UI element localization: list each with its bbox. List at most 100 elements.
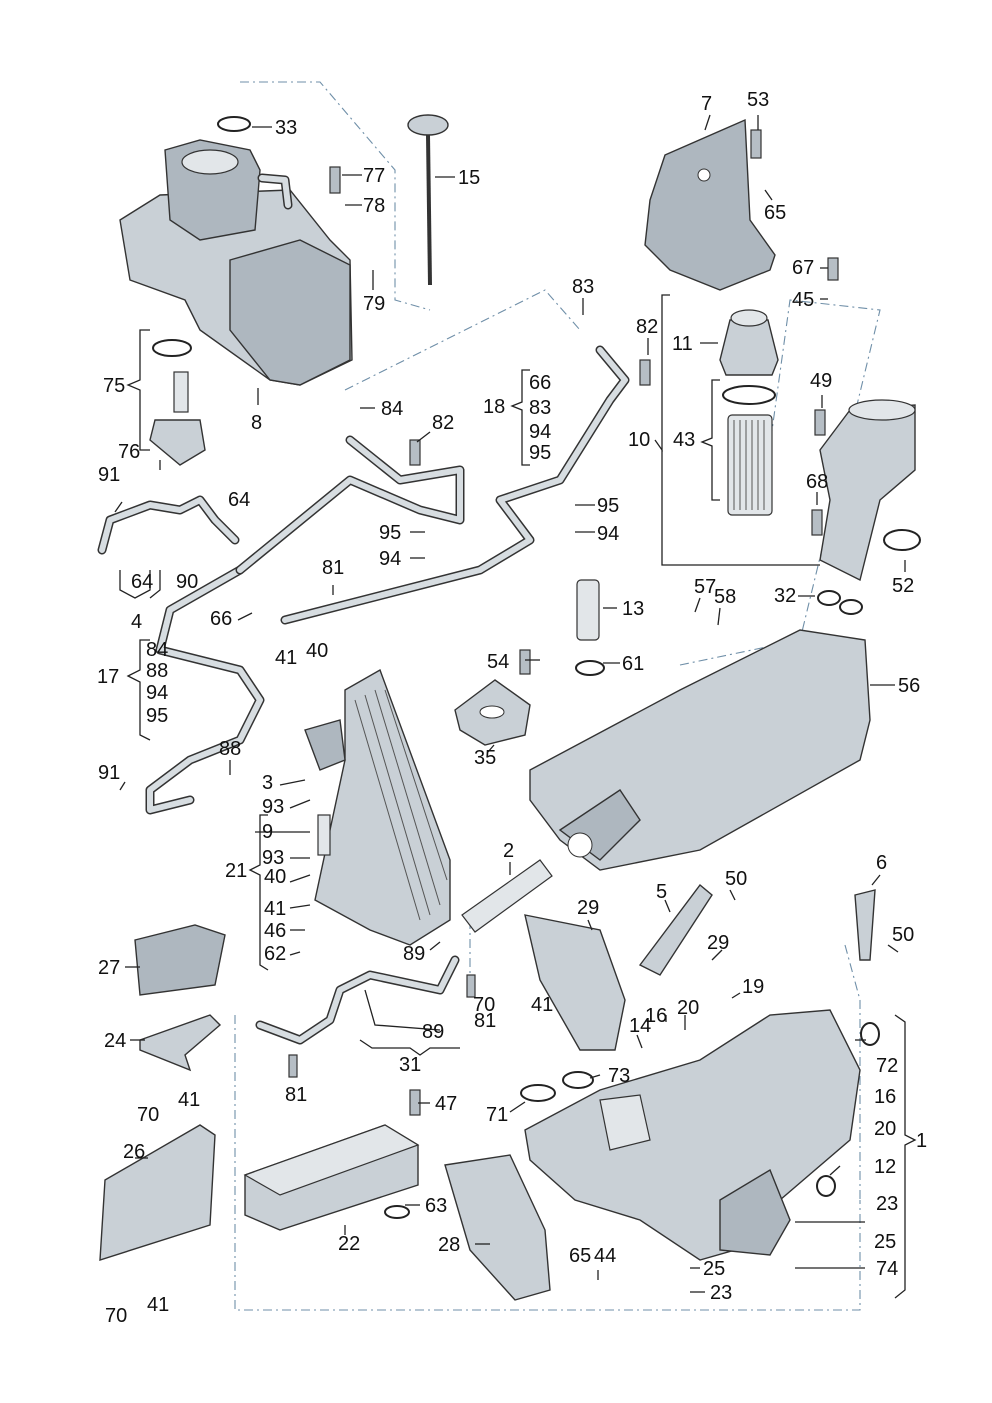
label-66a: 66 (529, 372, 551, 394)
sensor-75 (149, 339, 206, 466)
bracket-7 (644, 118, 776, 291)
label-24: 24 (104, 1030, 126, 1052)
label-41a: 41 (275, 647, 297, 669)
label-81b: 81 (474, 1010, 496, 1032)
label-19: 19 (742, 976, 764, 998)
label-58: 58 (714, 586, 736, 608)
label-65b: 65 (569, 1245, 591, 1267)
label-61: 61 (622, 653, 644, 675)
label-72: 72 (876, 1055, 898, 1077)
label-44: 44 (594, 1245, 616, 1267)
heat-shields (99, 914, 626, 1301)
main-housing-1 (520, 1009, 880, 1261)
label-28: 28 (438, 1234, 460, 1256)
label-5: 5 (656, 881, 667, 903)
label-50a: 50 (725, 868, 747, 890)
label-22: 22 (338, 1233, 360, 1255)
label-29a: 29 (577, 897, 599, 919)
label-14: 14 (629, 1015, 651, 1037)
label-94d: 94 (146, 682, 168, 704)
label-15: 15 (458, 167, 480, 189)
label-95b: 95 (597, 495, 619, 517)
label-43: 43 (673, 429, 695, 451)
label-65a: 65 (764, 202, 786, 224)
label-83b: 83 (529, 397, 551, 419)
label-41b: 41 (264, 898, 286, 920)
part-labels: 1 2 3 4 5 6 7 8 9 10 11 12 13 14 15 16 1… (97, 89, 927, 1327)
housing-56 (529, 590, 871, 871)
bolts (288, 129, 839, 1116)
label-20a: 20 (677, 997, 699, 1019)
label-83a: 83 (572, 276, 594, 298)
label-41e: 41 (147, 1294, 169, 1316)
label-63: 63 (425, 1195, 447, 1217)
oil-filter (719, 309, 779, 516)
label-10: 10 (628, 429, 650, 451)
label-84a: 84 (381, 398, 403, 420)
label-56: 56 (898, 675, 920, 697)
label-41d: 41 (178, 1089, 200, 1111)
label-40a: 40 (306, 640, 328, 662)
label-50b: 50 (892, 924, 914, 946)
assembly-outlines (234, 81, 881, 1311)
oil-cooler-21 (304, 668, 451, 946)
label-6: 6 (876, 852, 887, 874)
label-47: 47 (435, 1093, 457, 1115)
label-75: 75 (103, 375, 125, 397)
label-95c: 95 (379, 522, 401, 544)
label-16a: 16 (645, 1005, 667, 1027)
label-33: 33 (275, 117, 297, 139)
label-71: 71 (486, 1104, 508, 1126)
label-41c: 41 (531, 994, 553, 1016)
label-29b: 29 (707, 932, 729, 954)
label-91b: 91 (98, 762, 120, 784)
label-3: 3 (262, 772, 273, 794)
flange-35 (454, 679, 531, 746)
small-brackets (638, 883, 876, 976)
label-32: 32 (774, 585, 796, 607)
label-73: 73 (608, 1065, 630, 1087)
label-82b: 82 (432, 412, 454, 434)
leader-lines (114, 114, 906, 1293)
label-79: 79 (363, 293, 385, 315)
label-8: 8 (251, 412, 262, 434)
label-70c: 70 (105, 1305, 127, 1327)
label-9: 9 (262, 821, 273, 843)
filter-housing (819, 399, 921, 582)
label-89b: 89 (422, 1021, 444, 1043)
label-74: 74 (876, 1258, 898, 1280)
label-94c: 94 (379, 548, 401, 570)
label-4: 4 (131, 611, 142, 633)
label-40b: 40 (264, 866, 286, 888)
label-67: 67 (792, 257, 814, 279)
label-64b: 64 (131, 571, 153, 593)
label-91a: 91 (98, 464, 120, 486)
sleeve-13 (575, 579, 605, 676)
label-16b: 16 (874, 1086, 896, 1108)
label-11: 11 (672, 333, 693, 355)
label-25a: 25 (874, 1231, 896, 1253)
dipstick (407, 114, 449, 286)
label-93b: 93 (262, 847, 284, 869)
label-20b: 20 (874, 1118, 896, 1140)
label-7: 7 (701, 93, 712, 115)
label-21: 21 (225, 860, 247, 882)
label-68: 68 (806, 471, 828, 493)
oil-cooler-22 (243, 1124, 420, 1231)
label-95a: 95 (529, 442, 551, 464)
label-88b: 88 (219, 738, 241, 760)
label-64a: 64 (228, 489, 250, 511)
label-66b: 66 (210, 608, 232, 630)
label-81c: 81 (285, 1084, 307, 1106)
label-13: 13 (622, 598, 644, 620)
label-70a: 70 (473, 994, 495, 1016)
label-70b: 70 (137, 1104, 159, 1126)
label-54: 54 (487, 651, 509, 673)
label-53: 53 (747, 89, 769, 111)
label-49: 49 (810, 370, 832, 392)
label-31: 31 (399, 1054, 421, 1076)
label-35: 35 (474, 747, 496, 769)
reservoir-tank (119, 116, 353, 386)
label-81a: 81 (322, 557, 344, 579)
label-18: 18 (483, 396, 505, 418)
